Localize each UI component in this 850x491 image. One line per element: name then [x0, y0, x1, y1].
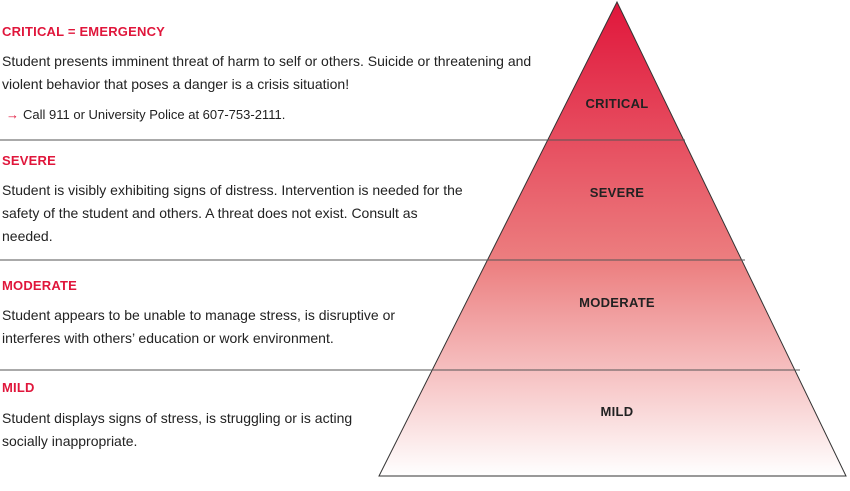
- critical-section: CRITICAL = EMERGENCY Student presents im…: [2, 24, 531, 122]
- severe-section: SEVERE Student is visibly exhibiting sig…: [2, 153, 463, 244]
- critical-description: Student presents imminent threat of harm…: [2, 53, 532, 92]
- severe-heading: SEVERE: [2, 153, 56, 168]
- moderate-heading: MODERATE: [2, 278, 78, 293]
- severe-description: Student is visibly exhibiting signs of d…: [2, 182, 463, 244]
- critical-action: → Call 911 or University Police at 607-75…: [6, 107, 285, 122]
- critical-action-text: Call 911 or University Police at 607-753…: [23, 107, 286, 122]
- pyramid-label-critical: CRITICAL: [585, 96, 649, 111]
- mild-section: MILD Student displays signs of stress, i…: [2, 380, 352, 449]
- mild-description: Student displays signs of stress, is str…: [2, 410, 353, 449]
- critical-heading: CRITICAL = EMERGENCY: [2, 24, 166, 39]
- pyramid-label-moderate: MODERATE: [579, 295, 655, 310]
- moderate-section: MODERATE Student appears to be unable to…: [2, 278, 395, 346]
- pyramid-shape: [378, 0, 847, 477]
- pyramid-label-mild: MILD: [600, 404, 634, 419]
- moderate-description: Student appears to be unable to manage s…: [2, 307, 396, 346]
- pyramid-label-severe: SEVERE: [589, 185, 645, 200]
- arrow-right-icon: →: [6, 107, 19, 122]
- mild-heading: MILD: [2, 380, 35, 395]
